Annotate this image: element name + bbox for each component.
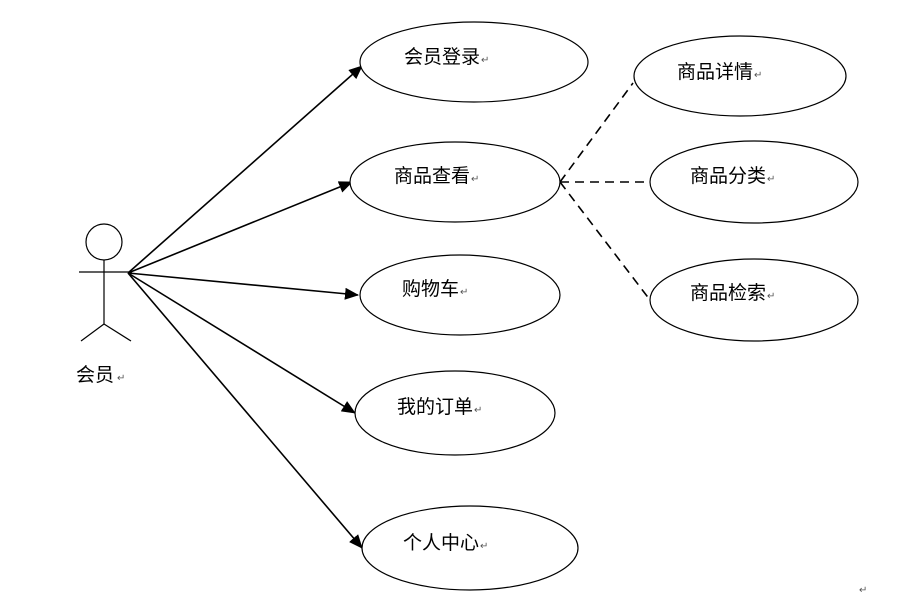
associations	[127, 65, 363, 549]
dependencies	[559, 82, 651, 301]
paragraph-mark: ↵	[471, 174, 479, 185]
association-login	[127, 65, 363, 274]
use-case-category[interactable]: 商品分类 ↵	[649, 140, 859, 224]
actor-figure	[79, 223, 132, 342]
use-case-login[interactable]: 会员登录 ↵	[359, 21, 589, 103]
use-case-profile[interactable]: 个人中心 ↵	[361, 505, 579, 591]
association-orders	[127, 272, 356, 414]
paragraph-mark: ↵	[474, 405, 482, 416]
use-case-login-ellipse[interactable]	[359, 21, 589, 103]
use-case-search-label: 商品检索	[690, 282, 766, 304]
use-case-detail-ellipse[interactable]	[633, 35, 847, 117]
use-case-profile-ellipse[interactable]	[361, 505, 579, 591]
association-cart	[127, 272, 359, 300]
actor-right-leg	[103, 323, 132, 342]
paragraph-mark: ↵	[117, 373, 125, 384]
use-case-category-ellipse[interactable]	[649, 140, 859, 224]
paragraph-mark: ↵	[460, 287, 468, 298]
paragraph-mark: ↵	[767, 291, 775, 302]
paragraph-mark: ↵	[480, 541, 488, 552]
use-case-view-label: 商品查看	[394, 165, 470, 187]
paragraph-mark: ↵	[754, 70, 762, 81]
use-case-view[interactable]: 商品查看 ↵	[349, 141, 561, 223]
use-case-cart-label: 购物车	[402, 278, 459, 300]
use-case-search[interactable]: 商品检索 ↵	[649, 258, 859, 342]
use-case-view-ellipse[interactable]	[349, 141, 561, 223]
use-case-search-ellipse[interactable]	[649, 258, 859, 342]
use-case-login-label: 会员登录	[404, 46, 480, 68]
association-view	[127, 181, 353, 274]
paragraph-mark: ↵	[859, 585, 867, 596]
association-profile	[127, 272, 363, 549]
use-case-orders-ellipse[interactable]	[354, 370, 556, 456]
actor-left-leg	[80, 323, 105, 342]
paragraph-mark: ↵	[481, 55, 489, 66]
use-case-cart-ellipse[interactable]	[359, 254, 561, 336]
use-case-category-label: 商品分类	[690, 165, 766, 187]
dependency-detail	[559, 82, 634, 183]
dependency-search	[559, 181, 651, 301]
use-case-cart[interactable]: 购物车 ↵	[359, 254, 561, 336]
actor-label: 会员	[76, 364, 114, 386]
use-case-detail[interactable]: 商品详情 ↵	[633, 35, 847, 117]
use-case-orders[interactable]: 我的订单 ↵	[354, 370, 556, 456]
use-case-detail-label: 商品详情	[677, 61, 753, 83]
paragraph-mark: ↵	[767, 174, 775, 185]
actor-head	[85, 223, 123, 261]
use-case-profile-label: 个人中心	[403, 532, 479, 554]
use-case-orders-label: 我的订单	[397, 396, 473, 418]
